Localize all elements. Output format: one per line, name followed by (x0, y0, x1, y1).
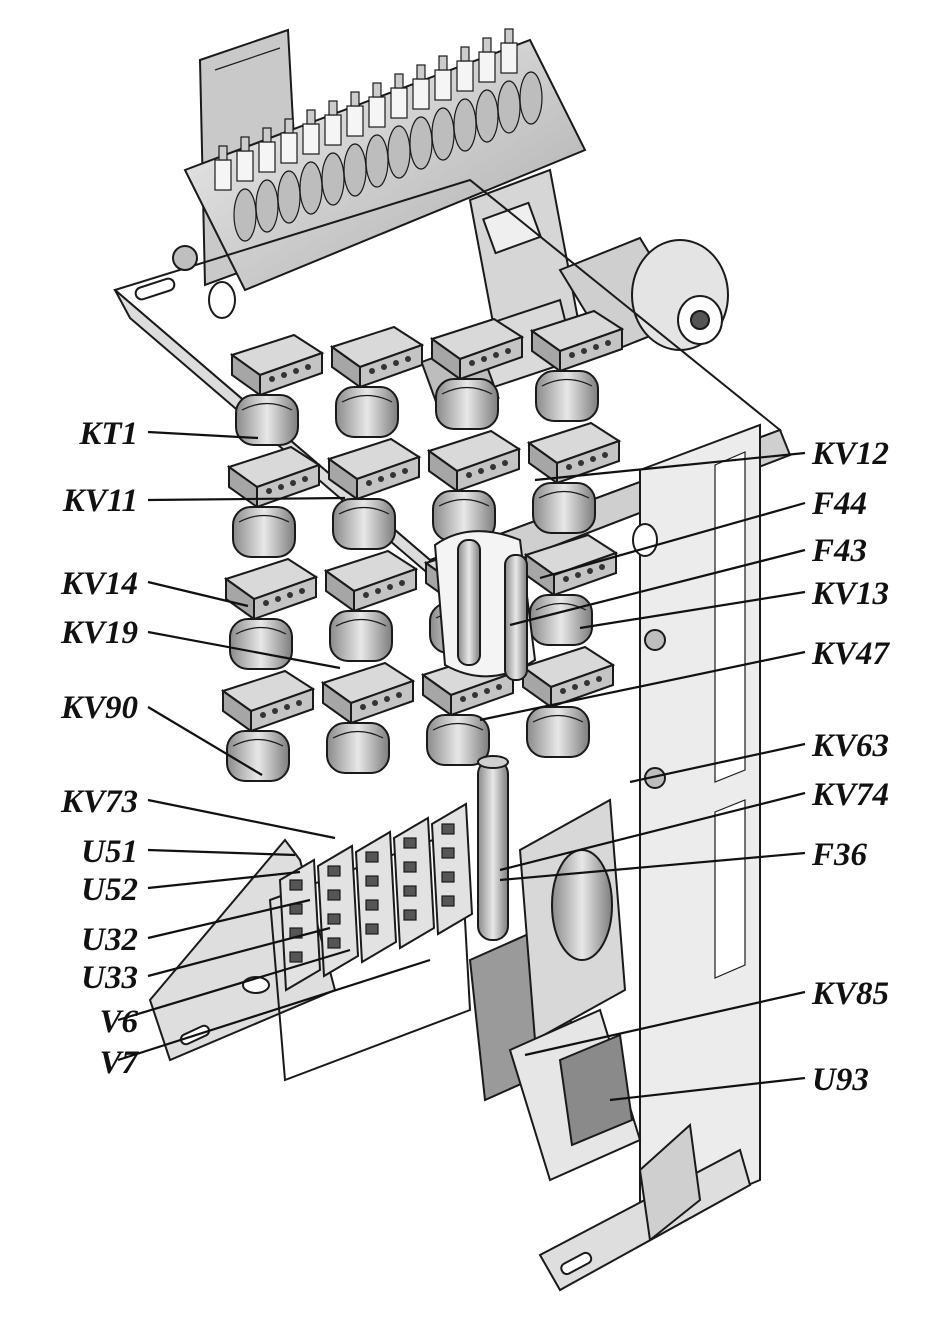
label-kv11: KV11 (62, 483, 138, 519)
leader-u32 (147, 898, 311, 940)
leader-lines (117, 430, 806, 1102)
leader-kv63 (629, 742, 806, 784)
electronics-boards (268, 798, 642, 1182)
relay (323, 549, 419, 662)
relay (429, 317, 525, 430)
relay-grid (220, 309, 625, 782)
main-panel (632, 423, 761, 1232)
cam-switch (280, 118, 323, 215)
relay (329, 325, 425, 438)
label-f44: F44 (811, 486, 867, 522)
relay (529, 309, 625, 422)
leader-kt1 (147, 430, 259, 440)
label-kv90: KV90 (60, 690, 138, 726)
label-kv63: KV63 (811, 728, 889, 764)
relay (320, 661, 416, 774)
leader-kv90 (147, 706, 263, 776)
label-f36: F36 (811, 837, 868, 873)
relay (426, 429, 522, 542)
cam-switch (236, 136, 279, 233)
circuit-board (392, 816, 436, 950)
circuit-board (354, 830, 398, 964)
label-kv19: KV19 (60, 615, 138, 651)
label-f43: F43 (811, 533, 867, 569)
board-stack (278, 802, 474, 992)
leader-kv11 (147, 496, 346, 502)
leader-f43 (509, 548, 806, 627)
cam-switch (302, 109, 345, 206)
cam-switch (434, 55, 477, 152)
cam-switch (324, 100, 367, 197)
label-u33: U33 (81, 960, 138, 996)
leader-u33 (147, 926, 331, 978)
leader-v6 (117, 948, 351, 1022)
leader-kv74 (499, 791, 806, 872)
cam-switch (258, 127, 301, 224)
label-kv13: KV13 (811, 576, 889, 612)
label-kv47: KV47 (811, 636, 891, 672)
labels-left: KT1 KV11 KV14 KV19 KV90 KV73 U51 U52 U32… (60, 416, 140, 1081)
relay (326, 437, 422, 550)
leader-kv12 (534, 451, 806, 482)
relay (220, 669, 316, 782)
circuit-board (430, 802, 474, 936)
relay (223, 557, 319, 670)
relay (520, 645, 616, 758)
relay (526, 421, 622, 534)
cam-switch-row (214, 28, 543, 242)
leader-kv73 (147, 798, 336, 840)
fuse-holders (433, 530, 537, 941)
leader-kv13 (579, 590, 806, 630)
cam-switch (214, 145, 257, 242)
relay (229, 333, 325, 446)
label-kv12: KV12 (811, 436, 889, 472)
leader-kv14 (147, 580, 249, 608)
relay (523, 533, 619, 646)
leader-kv47 (479, 650, 806, 722)
leader-u51 (147, 848, 296, 857)
label-kv73: KV73 (60, 784, 138, 820)
leader-v7 (117, 958, 431, 1062)
label-kv74: KV74 (811, 777, 889, 813)
circuit-board (316, 844, 360, 978)
leader-kv19 (147, 630, 341, 670)
leader-kv85 (524, 990, 806, 1057)
cam-switch (478, 37, 521, 134)
leader-u93 (609, 1076, 806, 1102)
label-kt1: KT1 (78, 416, 138, 452)
circuit-board (278, 858, 322, 992)
relay (226, 445, 322, 558)
cam-switch (456, 46, 499, 143)
labels-right: KV12 F44 F43 KV13 KV47 KV63 KV74 F36 KV8… (811, 436, 891, 1098)
label-u93: U93 (812, 1062, 869, 1098)
leader-f36 (499, 851, 806, 882)
leader-u52 (147, 870, 301, 890)
label-kv14: KV14 (60, 566, 138, 602)
cam-switch (390, 73, 433, 170)
label-v6: V6 (99, 1004, 138, 1040)
cam-switch (500, 28, 543, 125)
cam-switch (412, 64, 455, 161)
cam-switch (368, 82, 411, 179)
label-kv85: KV85 (811, 976, 889, 1012)
label-u32: U32 (81, 922, 138, 958)
leader-f44 (539, 501, 806, 580)
label-v7: V7 (99, 1045, 139, 1081)
label-u51: U51 (81, 834, 138, 870)
cam-switch (346, 91, 389, 188)
label-u52: U52 (81, 872, 138, 908)
